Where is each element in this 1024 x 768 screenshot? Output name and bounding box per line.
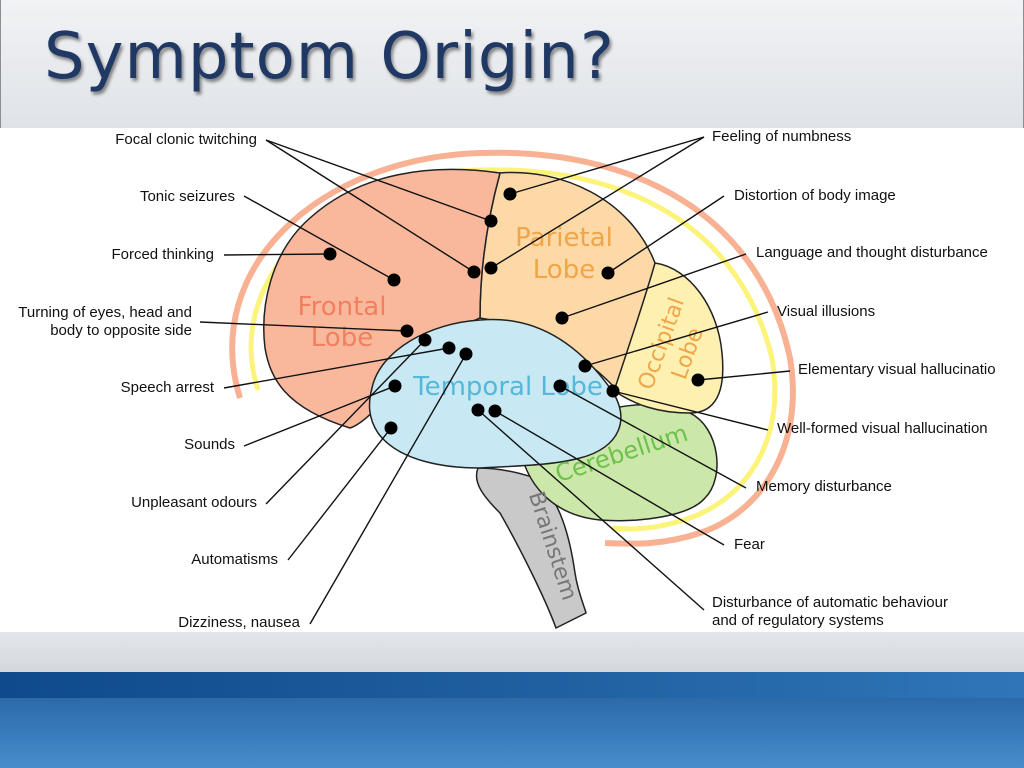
brain-diagram: Frontal Lobe Parietal Lobe Occipital Lob… — [0, 128, 1024, 632]
label-automatic-behaviour-line1: Disturbance of automatic behaviour — [712, 594, 948, 611]
dot-forced-thinking — [323, 247, 337, 261]
label-focal-clonic-twitching: Focal clonic twitching — [115, 131, 257, 148]
label-turning-eyes-line1: Turning of eyes, head and — [18, 304, 192, 321]
skull-outer-arc — [229, 149, 796, 547]
leader-automatisms — [287, 427, 392, 561]
dot-unpleasant-odours — [418, 333, 432, 347]
leader-automatic-behaviour — [477, 409, 705, 611]
slide-background — [0, 0, 1024, 128]
dot-focal-clonic-a — [484, 214, 498, 228]
dot-body-image — [601, 266, 615, 280]
leader-well-formed-visual — [612, 390, 769, 431]
origin-dots — [323, 187, 705, 435]
leader-focal-clonic-2 — [265, 139, 475, 273]
dot-visual-illusions — [578, 359, 592, 373]
leader-dizziness — [309, 353, 467, 625]
label-well-formed-visual-hallucination: Well-formed visual hallucination — [777, 420, 988, 437]
label-distortion-of-body-image: Distortion of body image — [734, 187, 896, 204]
dot-elementary-visual — [691, 373, 705, 387]
leader-language — [561, 253, 747, 319]
dot-turning-eyes — [400, 324, 414, 338]
leader-visual-illusions — [584, 311, 769, 367]
label-automatisms: Automatisms — [191, 551, 278, 568]
frontal-lobe-shape — [263, 168, 501, 429]
parietal-lobe-label-2: Lobe — [533, 255, 595, 285]
temporal-lobe-shape — [368, 318, 622, 469]
label-sounds: Sounds — [184, 436, 235, 453]
leader-numbness-2 — [490, 136, 705, 269]
label-memory-disturbance: Memory disturbance — [756, 478, 892, 495]
label-tonic-seizures: Tonic seizures — [139, 188, 235, 205]
label-dizziness-nausea: Dizziness, nausea — [178, 614, 300, 631]
dot-numbness-b — [484, 261, 498, 275]
dot-automatisms — [384, 421, 398, 435]
leader-lines — [199, 136, 791, 625]
footer-band-dark — [0, 672, 1024, 698]
leader-turning-eyes — [199, 321, 408, 332]
dot-speech-arrest — [442, 341, 456, 355]
leader-focal-clonic-1 — [265, 139, 492, 222]
slide-background-lower — [0, 632, 1024, 672]
label-speech-arrest: Speech arrest — [120, 379, 214, 396]
leader-forced-thinking — [223, 253, 331, 256]
label-turning-eyes-line2: body to opposite side — [50, 322, 192, 339]
dot-numbness-a — [503, 187, 517, 201]
leader-memory — [559, 385, 747, 489]
dot-sounds — [388, 379, 402, 393]
dot-fear — [488, 404, 502, 418]
leader-tonic-seizures — [243, 195, 395, 281]
leader-fear — [494, 410, 725, 546]
dot-memory — [553, 379, 567, 393]
dot-language — [555, 311, 569, 325]
dot-dizziness — [459, 347, 473, 361]
label-visual-illusions: Visual illusions — [777, 303, 876, 320]
footer-band-light — [0, 698, 1024, 768]
slide-title: Symptom Origin? — [44, 20, 615, 94]
label-unpleasant-odours: Unpleasant odours — [131, 494, 257, 511]
label-fear: Fear — [734, 536, 765, 553]
dot-tonic-seizures — [387, 273, 401, 287]
label-language-thought-disturbance: Language and thought disturbance — [756, 244, 988, 261]
brain-illustration: Frontal Lobe Parietal Lobe Occipital Lob… — [199, 136, 796, 630]
dot-focal-clonic-b — [467, 265, 481, 279]
dot-automatic-behaviour — [471, 403, 485, 417]
label-automatic-behaviour-line2: and of regulatory systems — [712, 612, 884, 629]
frontal-lobe-label: Frontal — [298, 292, 387, 322]
label-elementary-visual-hallucination: Elementary visual hallucinatio — [798, 361, 996, 378]
leader-numbness-1 — [509, 136, 705, 195]
label-forced-thinking: Forced thinking — [111, 246, 214, 263]
leader-body-image — [607, 195, 725, 274]
leader-elementary-visual — [697, 370, 791, 381]
label-feeling-of-numbness: Feeling of numbness — [712, 128, 852, 145]
leader-unpleasant-odours — [265, 339, 426, 505]
parietal-lobe-label: Parietal — [515, 223, 613, 253]
temporal-lobe-label: Temporal Lobe — [412, 372, 603, 402]
dot-well-formed-visual — [606, 384, 620, 398]
